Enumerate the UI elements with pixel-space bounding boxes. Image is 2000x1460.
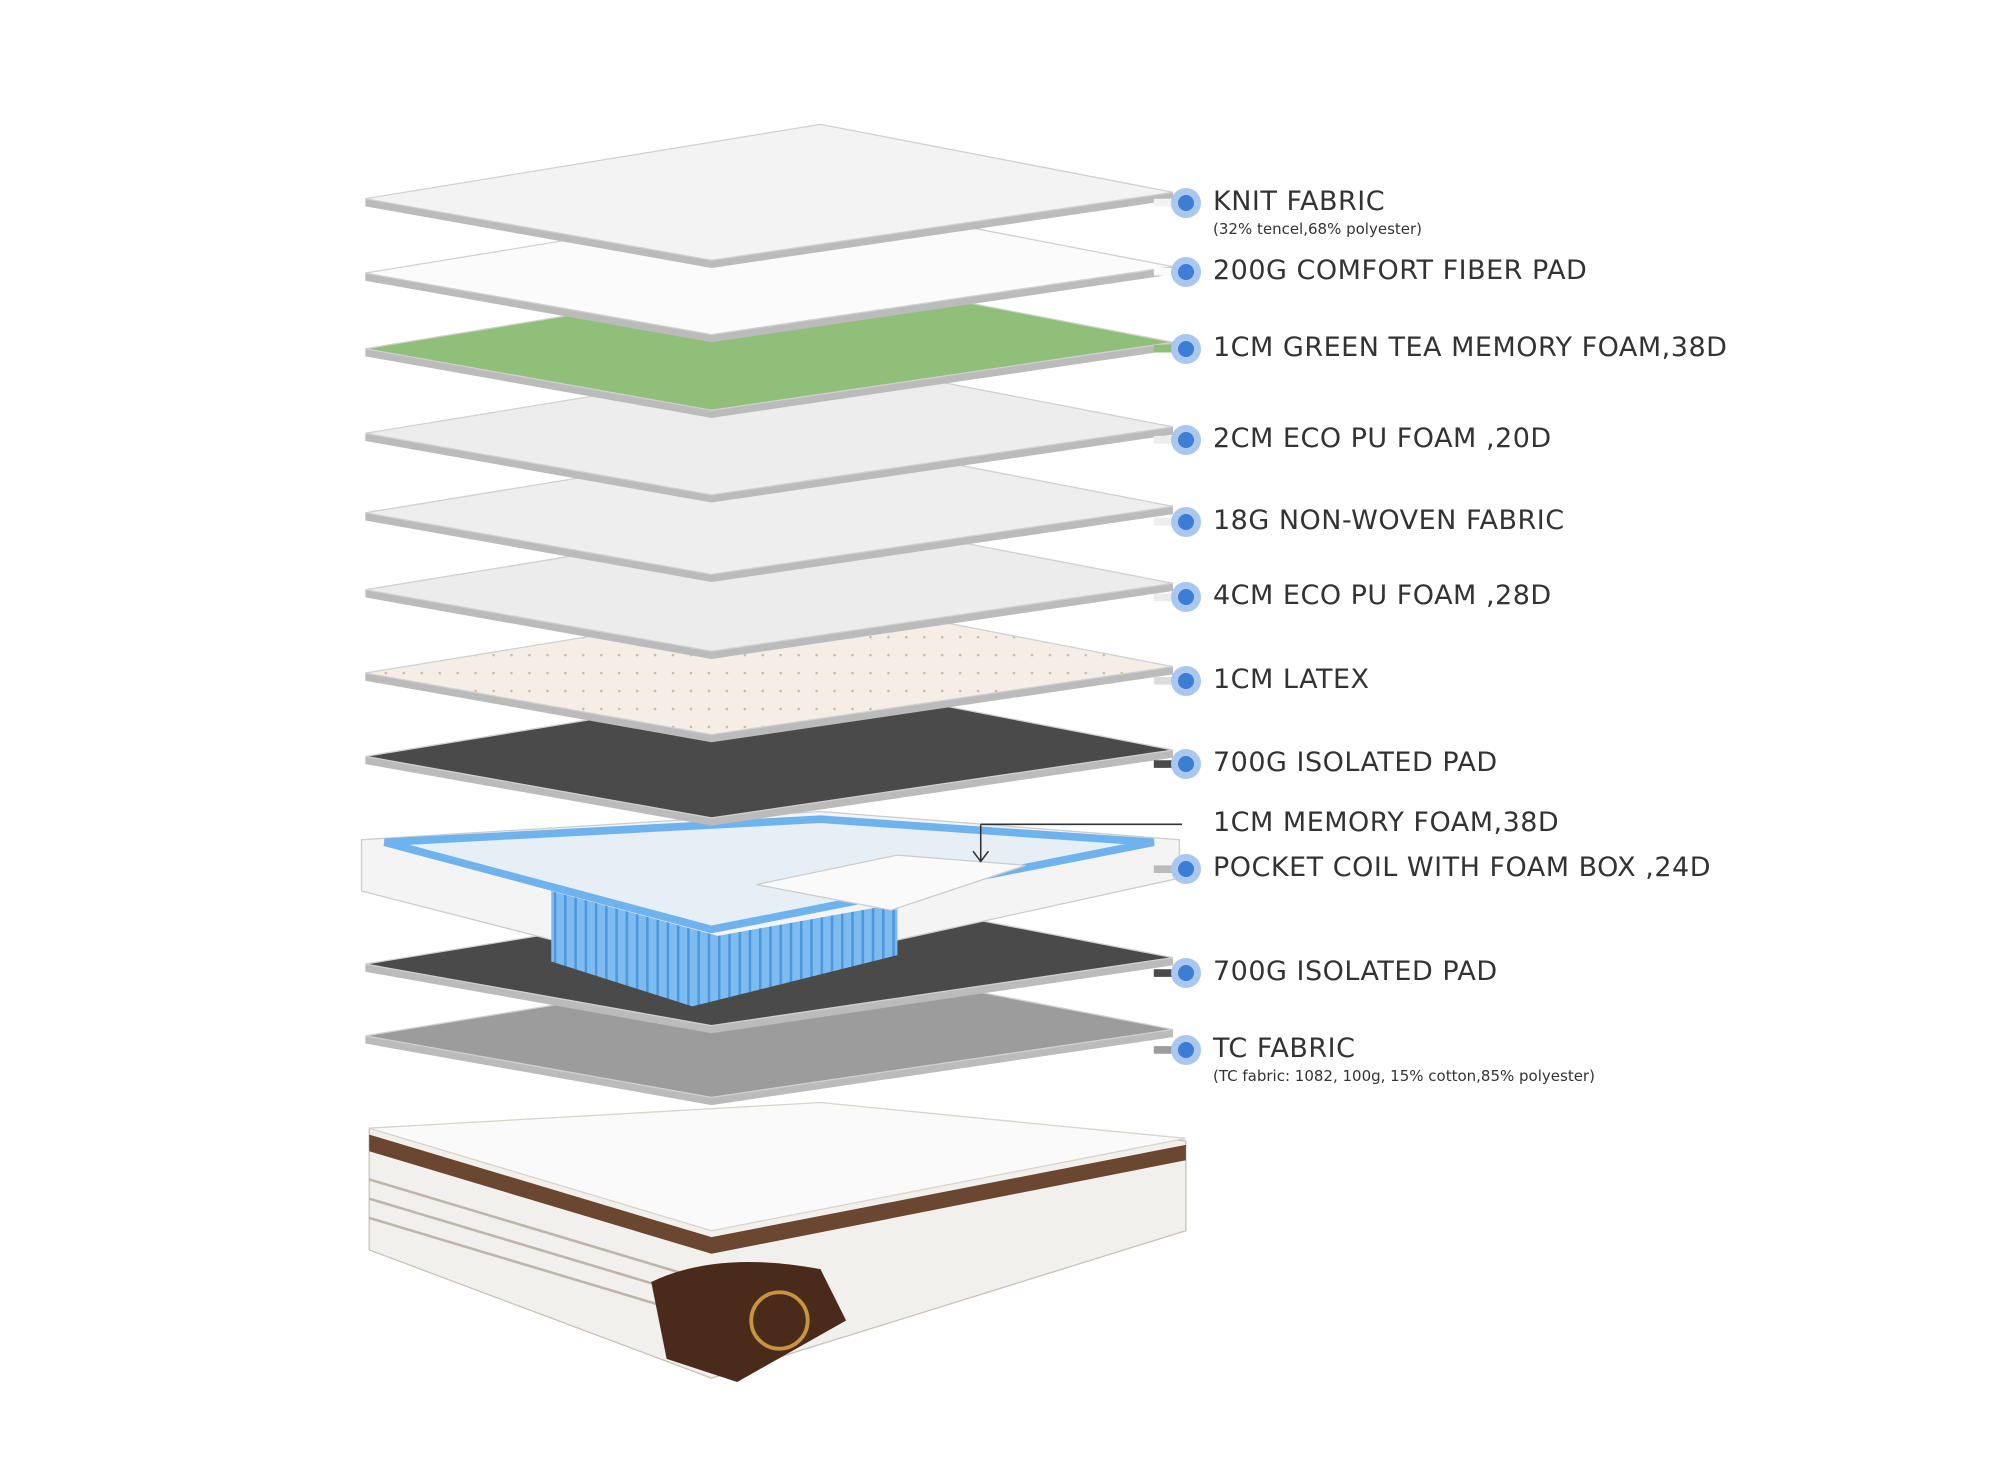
- layer-marker-dot-icon: [1170, 256, 1201, 287]
- layer-label: 200G COMFORT FIBER PAD: [1213, 255, 1587, 287]
- layer-marker-dot-icon: [1170, 424, 1201, 455]
- layer-label: KNIT FABRIC (32% tencel,68% polyester): [1213, 186, 1422, 238]
- layer-label-title: 18G NON-WOVEN FABRIC: [1213, 504, 1565, 536]
- layer-label-title: 1CM LATEX: [1213, 663, 1370, 695]
- layer-marker-dot-icon: [1170, 582, 1201, 613]
- layer-marker-dot-icon: [1170, 854, 1201, 885]
- layer-label-title: POCKET COIL WITH FOAM BOX ,24D: [1213, 852, 1711, 884]
- layer-label-title: 1CM MEMORY FOAM,38D: [1213, 807, 1560, 839]
- layer-label-title: 1CM GREEN TEA MEMORY FOAM,38D: [1213, 331, 1728, 363]
- layer-label: 1CM MEMORY FOAM,38D: [1213, 807, 1559, 839]
- layer-label-title: 700G ISOLATED PAD: [1213, 956, 1498, 988]
- layer-label: 2CM ECO PU FOAM ,20D: [1213, 423, 1552, 455]
- layer-label-title: TC FABRIC: [1213, 1032, 1356, 1064]
- layer-marker-dot-icon: [1170, 187, 1201, 218]
- layer-label-title: 4CM ECO PU FOAM ,28D: [1213, 580, 1552, 612]
- layer-label: POCKET COIL WITH FOAM BOX ,24D: [1213, 852, 1711, 884]
- brand-logo-icon: [749, 1290, 810, 1351]
- layer-label-title: 200G COMFORT FIBER PAD: [1213, 254, 1588, 286]
- layer-label-subtitle: (32% tencel,68% polyester): [1213, 219, 1423, 238]
- layer-9: [360, 810, 1186, 1007]
- layer-label: 700G ISOLATED PAD: [1213, 956, 1498, 988]
- layer-label-title: KNIT FABRIC: [1213, 185, 1386, 217]
- layer-label: 700G ISOLATED PAD: [1213, 747, 1498, 779]
- layer-marker-dot-icon: [1170, 506, 1201, 537]
- layer-marker-dot-icon: [1170, 749, 1201, 780]
- layer-label-title: 2CM ECO PU FOAM ,20D: [1213, 422, 1552, 454]
- layer-label: 1CM LATEX: [1213, 664, 1370, 696]
- layer-label-subtitle: (TC fabric: 1082, 100g, 15% cotton,85% p…: [1213, 1066, 1595, 1085]
- layer-marker-dot-icon: [1170, 958, 1201, 989]
- layer-label-title: 700G ISOLATED PAD: [1213, 747, 1498, 779]
- layer-marker-dot-icon: [1170, 665, 1201, 696]
- layer-label: TC FABRIC (TC fabric: 1082, 100g, 15% cot…: [1213, 1033, 1595, 1085]
- memory-foam-pointer: [972, 823, 1183, 863]
- layer-marker-dot-icon: [1170, 1034, 1201, 1065]
- layer-label: 18G NON-WOVEN FABRIC: [1213, 505, 1565, 537]
- layer-label: 4CM ECO PU FOAM ,28D: [1213, 580, 1552, 612]
- finished-mattress: [368, 1101, 1187, 1382]
- layer-marker-dot-icon: [1170, 333, 1201, 364]
- layer-label: 1CM GREEN TEA MEMORY FOAM,38D: [1213, 332, 1727, 364]
